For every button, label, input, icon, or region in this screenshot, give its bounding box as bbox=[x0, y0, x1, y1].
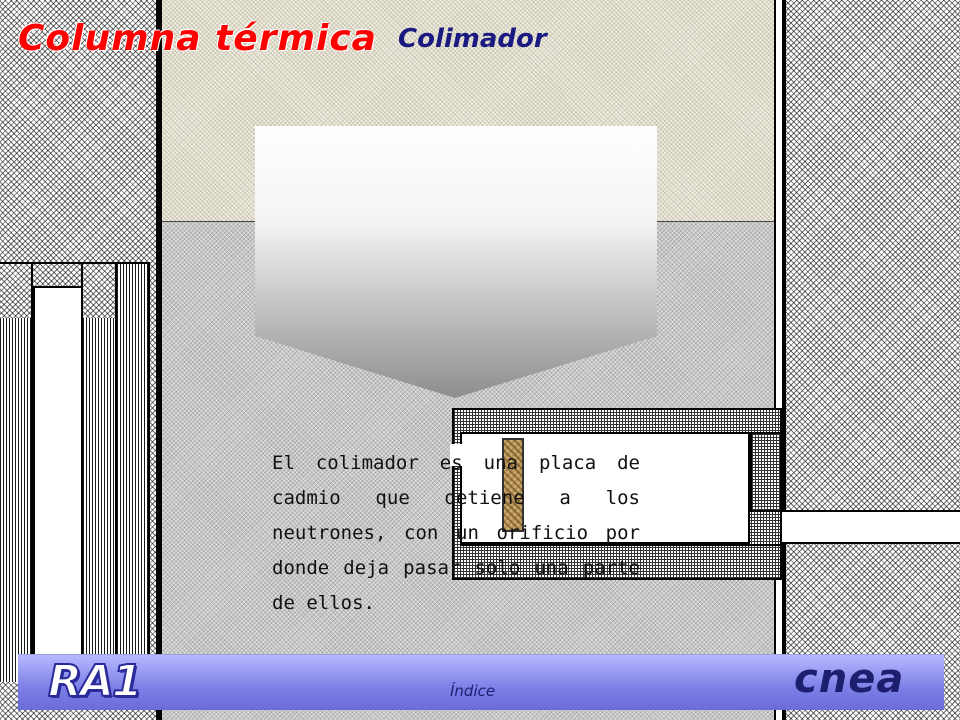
left-rod-4 bbox=[117, 264, 148, 682]
page-title: Columna térmica bbox=[18, 18, 377, 59]
ra1-logo: RA1 bbox=[47, 655, 144, 708]
left-wall-line-2 bbox=[160, 0, 162, 720]
page-subtitle: Colimador bbox=[398, 24, 547, 54]
collimator-aperture bbox=[450, 444, 462, 466]
left-rod-2 bbox=[33, 286, 83, 682]
left-rod-1 bbox=[0, 318, 33, 682]
right-wall bbox=[784, 0, 960, 720]
left-rod-3 bbox=[83, 318, 117, 682]
cnea-logo: cnea bbox=[794, 656, 905, 702]
collimator-plate bbox=[502, 438, 524, 532]
beam-channel-right-block bbox=[750, 432, 782, 512]
description-text: El colimador es una placa de cadmio que … bbox=[272, 452, 640, 614]
index-link[interactable]: Índice bbox=[450, 682, 496, 700]
beam-tube-extension bbox=[782, 510, 960, 544]
footer-bar bbox=[18, 654, 944, 710]
right-channel-frame bbox=[774, 0, 784, 720]
beam-channel-bottom-line bbox=[460, 544, 782, 546]
left-rod-cap-1 bbox=[0, 264, 33, 318]
left-wall-line bbox=[156, 0, 158, 720]
shield-gradient-shape bbox=[255, 126, 657, 398]
left-rod-cap-2 bbox=[33, 264, 83, 286]
left-rod-cap-3 bbox=[83, 264, 117, 318]
